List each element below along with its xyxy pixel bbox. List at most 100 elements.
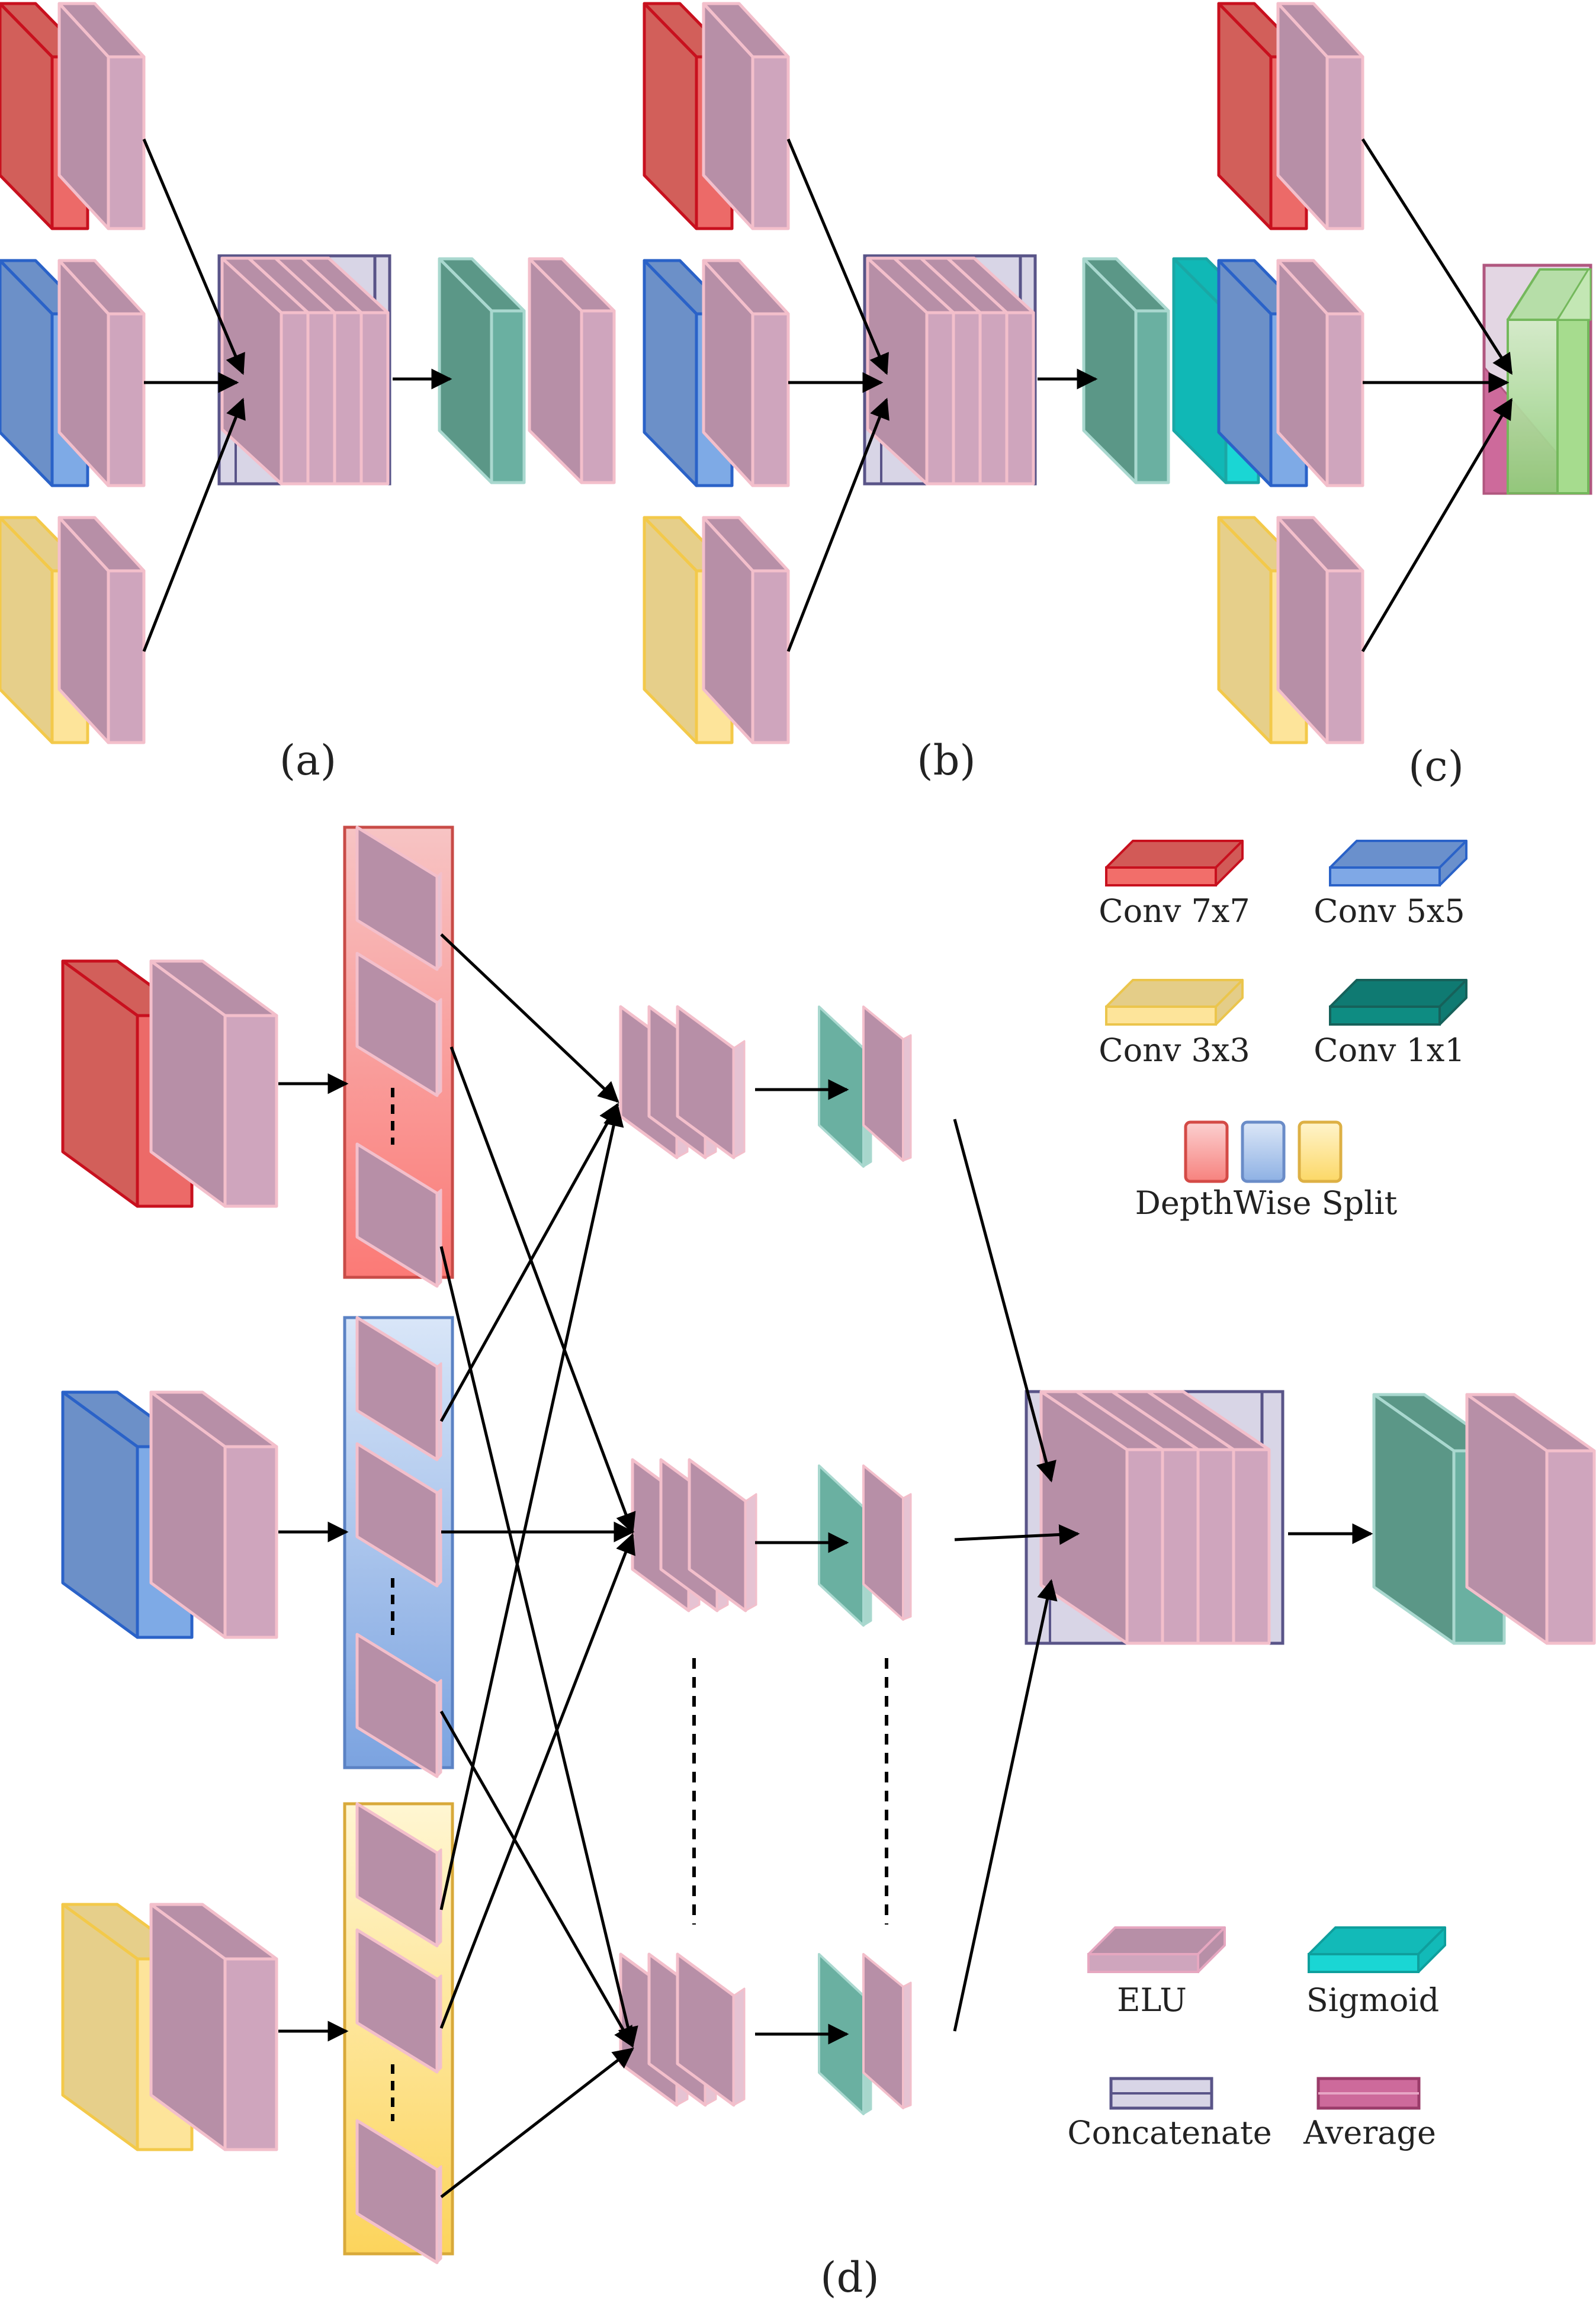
panel-d-split-yellow-slice-2-edge (436, 1974, 442, 2073)
panel-d-pair-1-elu-edge (902, 1034, 912, 1162)
panel-b-conv5x5-elu-block (702, 259, 790, 487)
legend-split-blue-swatch (1241, 1120, 1286, 1183)
panel-d-pair-1-conv1x1 (818, 1006, 865, 1168)
panel-a-caption: (a) (280, 736, 336, 785)
panel-b-conv3x3-elu-block (702, 516, 790, 744)
panel-d-split-red-slice-2 (355, 952, 442, 1097)
legend-label-concat: Concatenate (1067, 2114, 1271, 2151)
panel-d-split-yellow-slice-2 (355, 1928, 442, 2074)
panel-a-concat-elu-2-front (333, 311, 363, 486)
panel-d-arrow-r2-g2 (449, 1046, 636, 1534)
panel-d-conv3x3-elu-block (149, 1903, 278, 2151)
legend-label-average: Average (1303, 2114, 1436, 2151)
panel-a-conv5x5-elu-block-front (107, 312, 146, 487)
panel-c-conv3x3-elu-block-front (1325, 569, 1364, 744)
legend-conv7-swatch (1105, 840, 1244, 886)
panel-d-split-blue (343, 1316, 454, 1778)
panel-a-output-elu-block-front (580, 309, 616, 484)
panel-d-pair-2-elu-edge (902, 1493, 912, 1621)
panel-c-gate-side (1556, 319, 1589, 494)
panel-d-group-2 (631, 1458, 757, 1612)
legend-average-swatch (1316, 2077, 1421, 2110)
panel-a-arrow-top (142, 139, 245, 375)
panel-a-concat-elu-0-front (280, 311, 310, 486)
panel-c-arrow-bottom (1361, 397, 1513, 653)
panel-d-group-n-layer-2 (676, 1952, 746, 2107)
legend-elu-swatch (1087, 1926, 1226, 1973)
panel-d-conv7x7-elu-block (149, 959, 278, 1208)
legend-split-yellow-swatch (1298, 1120, 1343, 1183)
panel-d-output-elu (1465, 1393, 1596, 1645)
panel-d-conv5x5-elu-block-front (223, 1445, 278, 1639)
panel-c-conv5x5-elu-block-front (1325, 312, 1364, 487)
panel-c-conv7x7-elu-block-front (1325, 55, 1364, 230)
panel-d-pair-2-conv1x1 (818, 1464, 865, 1627)
panel-d-arrow-p1-concat (953, 1119, 1056, 1483)
panel-d-split-yellow-slice-1 (355, 1802, 442, 1948)
panel-a-conv3x3-elu-block (57, 516, 146, 744)
panel-b-conv3x3-elu-block-front (751, 569, 790, 744)
legend-label-conv7: Conv 7x7 (1099, 892, 1250, 930)
panel-a-output-elu-block (528, 257, 616, 484)
panel-d-split-red-slice-1 (355, 825, 442, 971)
panel-d-concat-elu-0-front (1125, 1448, 1164, 1645)
legend-concat-swatch (1109, 2077, 1213, 2110)
panel-d-arrow-yn-gn (440, 2047, 634, 2198)
panel-d-split-blue-slice-1 (355, 1316, 442, 1461)
panel-d-arrow-b1-g1 (439, 1102, 619, 1422)
panel-b-conv7x7-elu-block (702, 2, 790, 230)
legend-conv3-swatch-front (1105, 1006, 1217, 1026)
panel-d-conv7x7-elu-block-front (223, 1014, 278, 1208)
legend-label-split: DepthWise Split (1135, 1184, 1398, 1222)
panel-d-split-yellow (343, 1802, 454, 2264)
panel-d-group-1-layer-2-edge (733, 1040, 746, 1159)
panel-d-arrow-rn-gn (439, 1246, 638, 2048)
legend-label-elu: ELU (1117, 1981, 1187, 2019)
panel-d-concat-elu-3-front (1232, 1448, 1271, 1645)
panel-b-concat-elu-2-front (978, 311, 1009, 486)
panel-b-arrow-bottom (786, 397, 889, 652)
panel-d-group-n (619, 1952, 746, 2107)
panel-d-split-red-slice-n (355, 1142, 442, 1288)
panel-c-gate-corner (1556, 268, 1592, 321)
panel-a-arrow-bottom (142, 397, 246, 652)
panel-d-split-red-slice-2-edge (436, 998, 442, 1097)
panel-d-arrow-y2-g2 (439, 1533, 635, 2029)
panel-c-gate-front (1507, 319, 1559, 494)
legend-split-red-swatch (1184, 1120, 1229, 1183)
panel-b-concat-elu-0 (866, 256, 955, 486)
panel-d-split-red-slice-n-edge (436, 1188, 442, 1287)
panel-c-caption: (c) (1408, 742, 1464, 791)
panel-d-group-n-layer-2-edge (733, 1987, 746, 2106)
legend-label-conv5: Conv 5x5 (1314, 892, 1465, 930)
panel-d-arrow-pn-concat (953, 1579, 1058, 2032)
legend-label-conv1: Conv 1x1 (1314, 1032, 1465, 1069)
panel-d-output-elu-front (1545, 1449, 1596, 1645)
panel-b-arrow-top (786, 139, 889, 375)
legend-conv1-swatch (1329, 979, 1467, 1026)
panel-d-split-red (343, 825, 454, 1288)
panel-a-conv1x1-block (438, 257, 526, 484)
panel-b-conv1x1-block (1082, 257, 1170, 484)
panel-d-group-2-layer-2-edge (744, 1493, 757, 1612)
legend-sigmoid-swatch-front (1308, 1953, 1420, 1973)
panel-d-split-blue-slice-2-edge (436, 1488, 442, 1587)
legend-conv7-swatch-front (1105, 866, 1217, 886)
panel-d-arrow-y1-g1 (439, 1105, 624, 1910)
panel-d-split-yellow-slice-n-edge (436, 2165, 442, 2264)
panel-d-concat-elu-2-front (1196, 1448, 1235, 1645)
panel-a-concat-elu-1-front (306, 311, 336, 486)
panel-b-conv1x1-block-front (1134, 309, 1170, 484)
panel-d-split-yellow-slice-1-edge (436, 1848, 442, 1947)
panel-d-split-red-slice-1-edge (436, 872, 442, 971)
legend-conv5-swatch-front (1329, 866, 1441, 886)
panel-c-conv7x7-elu-block (1276, 2, 1364, 230)
panel-d-pair-n-elu-edge (902, 1981, 912, 2109)
panel-a-concat-elu-0 (220, 256, 310, 486)
panel-d-group-2-layer-2 (688, 1458, 757, 1612)
panel-d-split-blue-slice-1-edge (436, 1362, 442, 1461)
panel-d-concat-elu-0 (1039, 1390, 1164, 1645)
legend (1087, 840, 1467, 2110)
panel-d-pair-2 (818, 1464, 912, 1627)
